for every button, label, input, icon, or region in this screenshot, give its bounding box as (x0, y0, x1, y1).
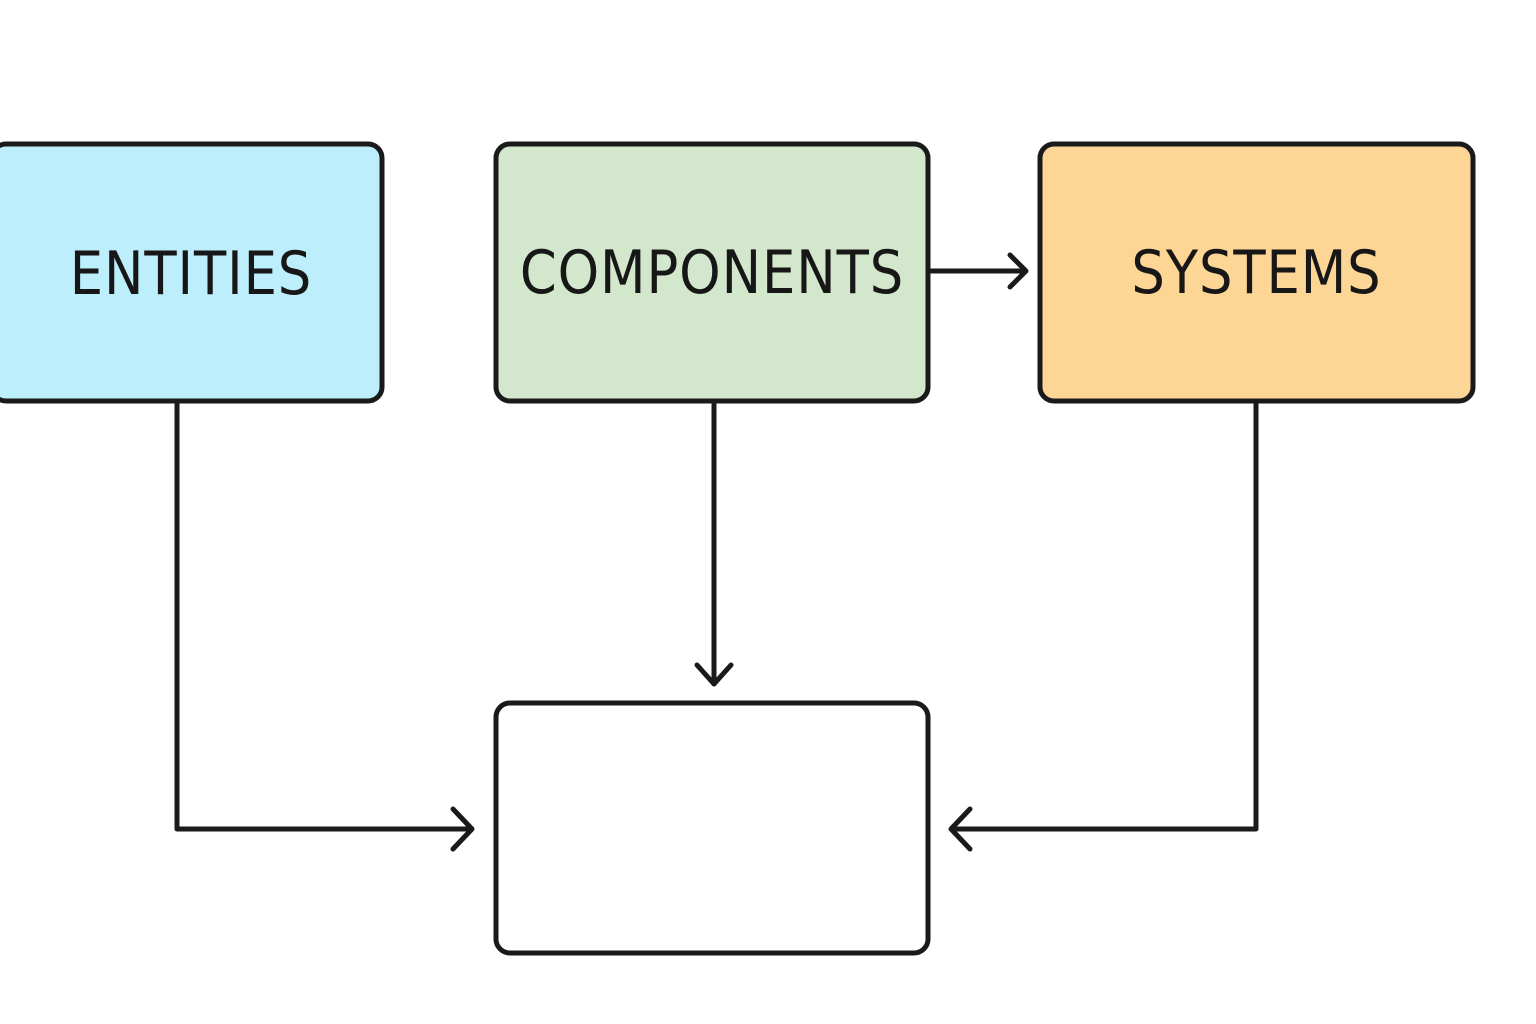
arrowhead-icon (694, 662, 734, 687)
edge-systems-to-target (948, 401, 1259, 852)
arrowhead-icon (1007, 252, 1029, 290)
target-box (493, 700, 931, 956)
edge-components-to-target (694, 401, 734, 687)
systems-box (1037, 141, 1476, 404)
arrowhead-icon (948, 806, 973, 852)
edge-entities-to-target (174, 401, 475, 852)
arrowhead-icon (450, 806, 475, 852)
entities-box (0, 141, 385, 404)
edge-components-to-systems (927, 252, 1029, 290)
components-box (493, 141, 931, 404)
